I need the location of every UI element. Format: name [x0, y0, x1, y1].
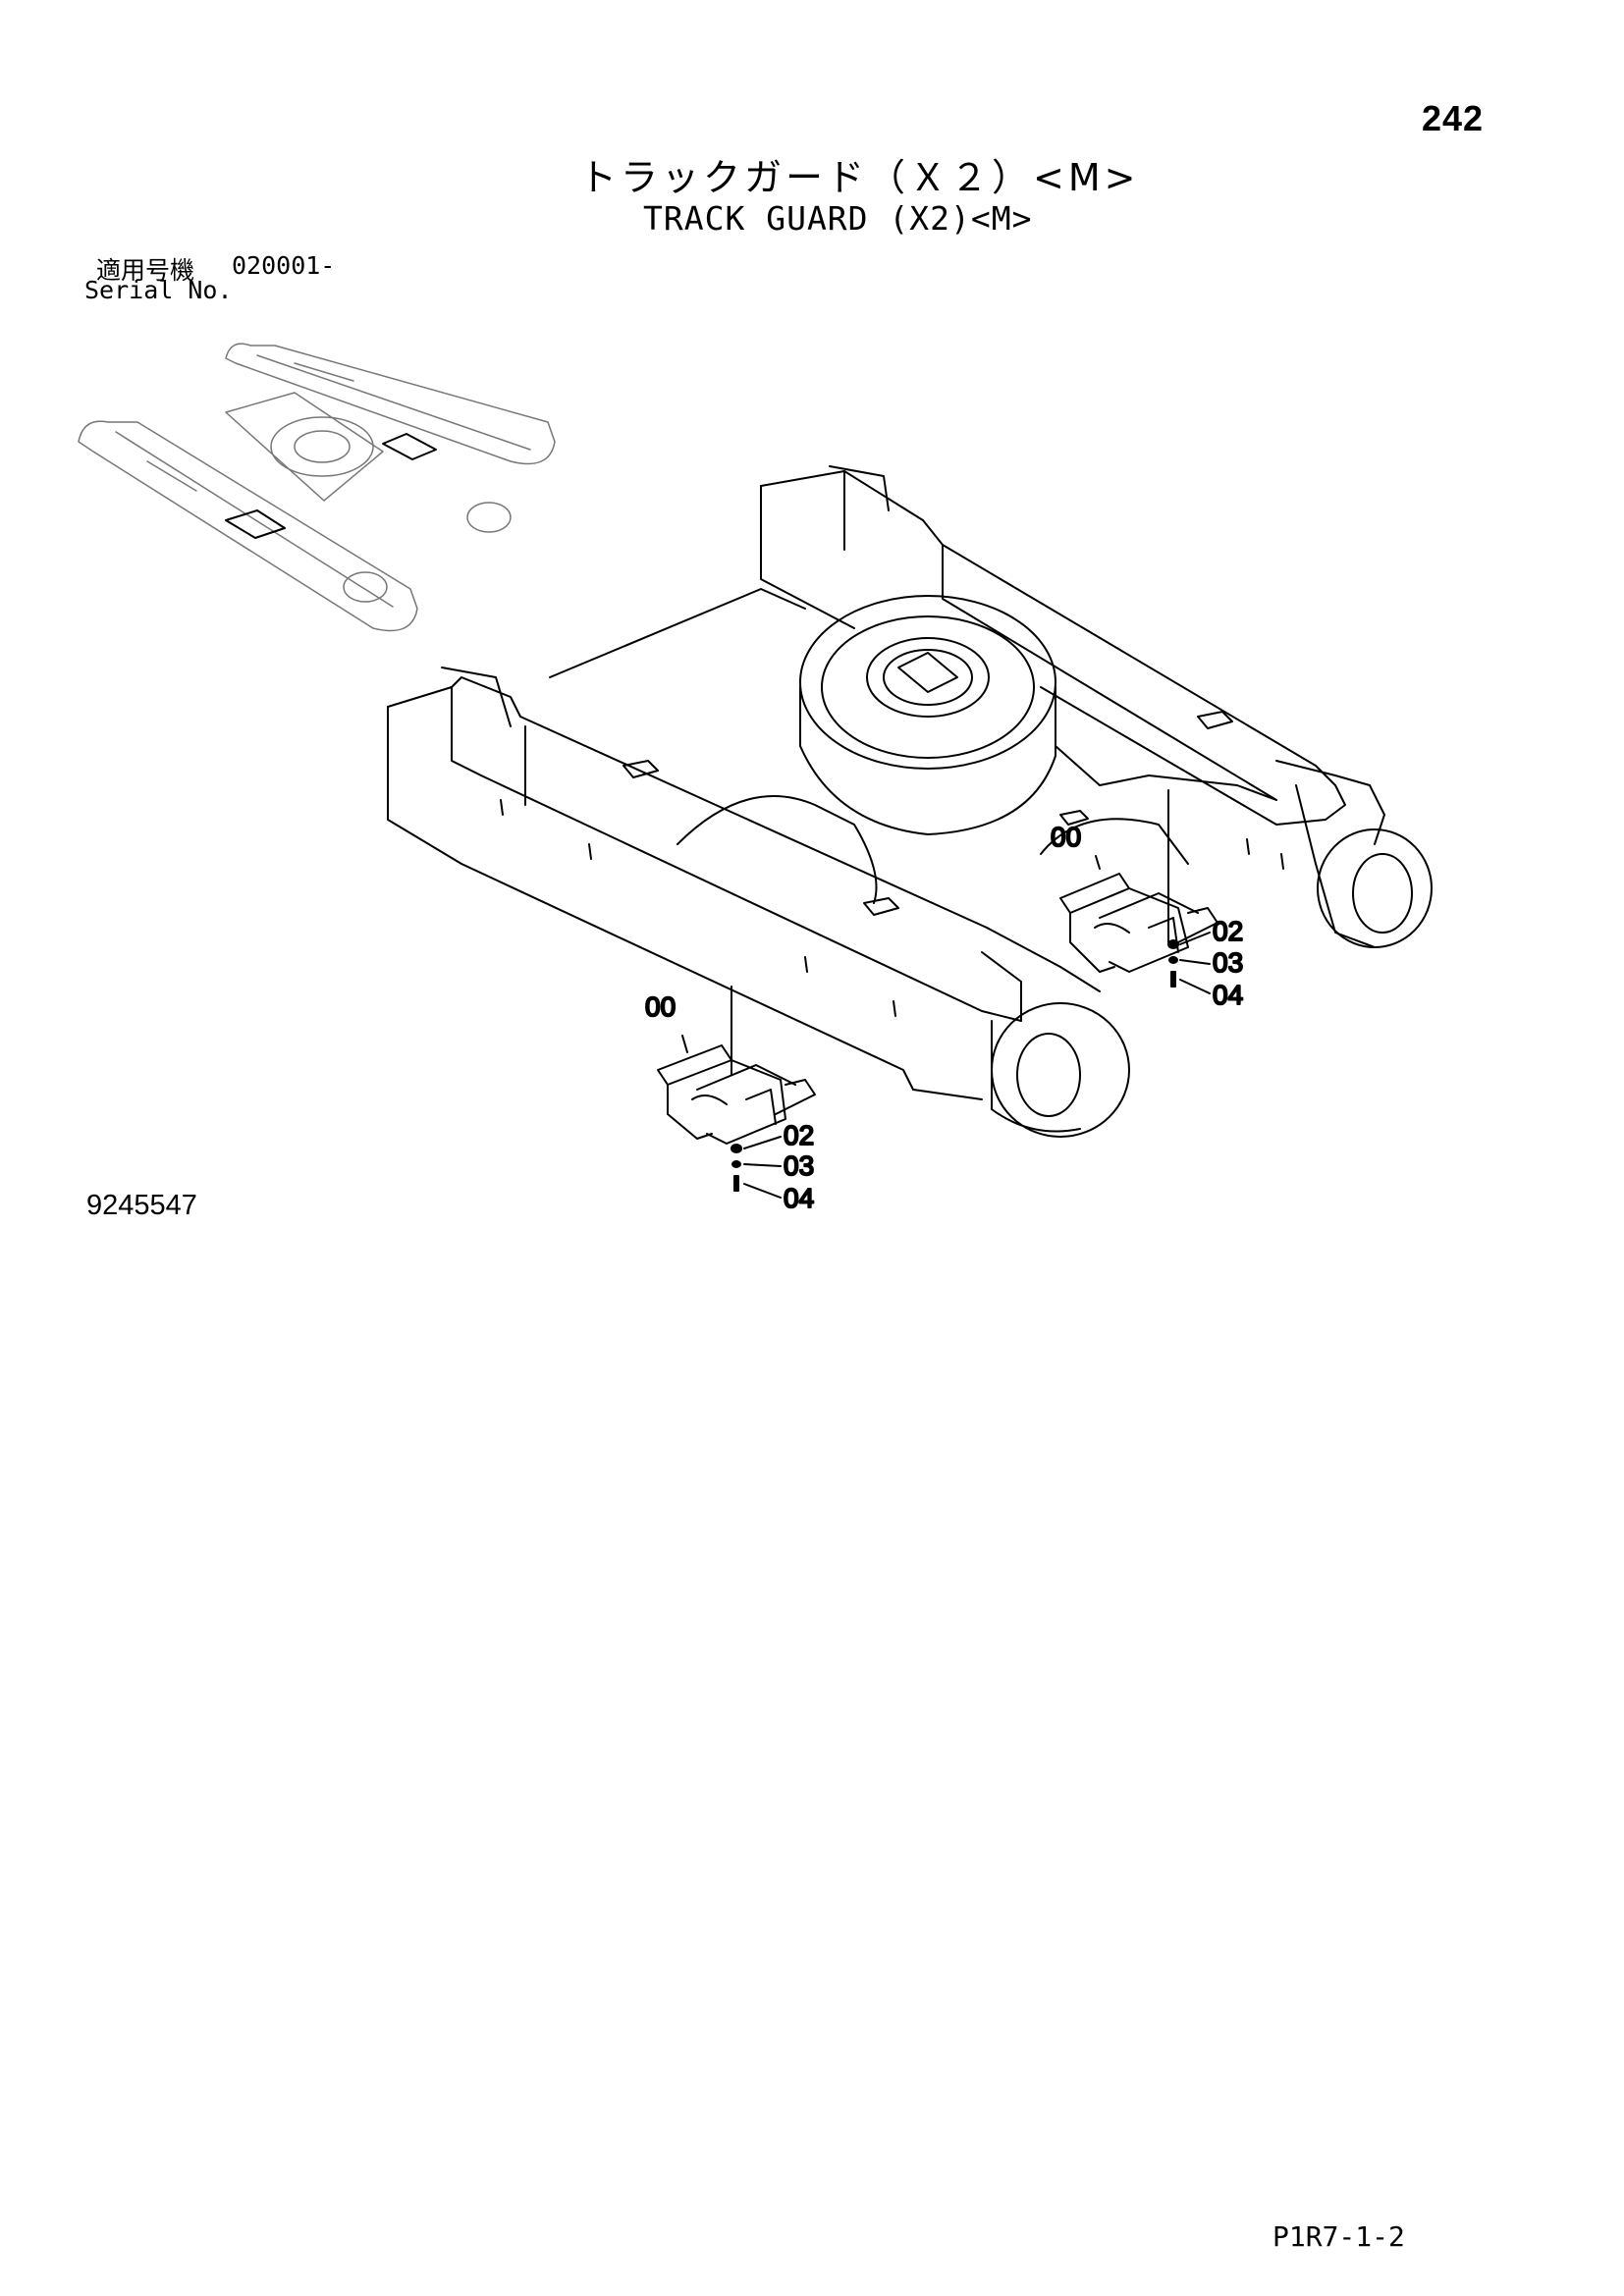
track-frame — [387, 465, 1433, 1138]
callout-lower-03: 03 — [784, 1150, 814, 1181]
serial-label-english: Serial No. — [84, 276, 233, 304]
callout-lower-02: 02 — [784, 1120, 814, 1150]
drawing-number: 9245547 — [86, 1190, 197, 1221]
undercarriage-overview-thumbnail — [78, 343, 556, 632]
sheet-code: P1R7-1-2 — [1272, 2220, 1405, 2253]
callout-lower-00: 00 — [645, 991, 676, 1022]
callout-upper-00: 00 — [1051, 822, 1081, 852]
fasteners-lower — [681, 1035, 782, 1199]
fasteners-upper — [1095, 855, 1211, 994]
callout-lower-04: 04 — [784, 1183, 814, 1213]
callout-upper-03: 03 — [1213, 947, 1243, 978]
serial-label-japanese: 適用号機 — [96, 256, 195, 285]
track-guard-lower — [657, 1044, 816, 1145]
page-number: 242 — [1422, 98, 1485, 138]
callout-upper-04: 04 — [1213, 980, 1243, 1010]
page-title-japanese: トラックガード（Ｘ２）<M> — [579, 156, 1140, 199]
callout-upper-02: 02 — [1213, 916, 1243, 946]
page-title-english: TRACK GUARD (X2)<M> — [643, 199, 1033, 238]
serial-value: 020001- — [232, 251, 336, 280]
track-guard-upper — [1059, 873, 1218, 973]
